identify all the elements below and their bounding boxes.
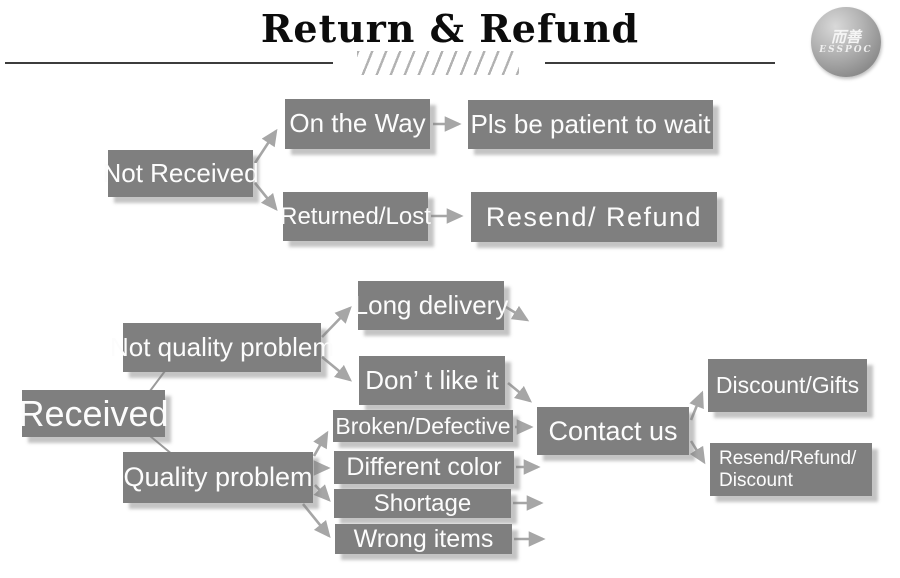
node-contact-us: Contact us: [537, 407, 689, 455]
node-returned-lost: Returned/Lost: [280, 192, 431, 241]
line-received-notquality: [149, 370, 166, 392]
node-wrong-items: Wrong items: [335, 524, 512, 554]
arrow-quality-broken: [312, 430, 329, 457]
logo-cjk-text: 而善: [830, 27, 861, 46]
logo-latin-text: ESSPOC: [819, 44, 873, 55]
arrow-quality-shortage: [313, 484, 331, 502]
node-discount-gifts: Discount/Gifts: [708, 359, 867, 412]
node-on-the-way: On the Way: [285, 99, 430, 149]
arrow-longdelivery-out: [505, 305, 530, 322]
arrow-contact-discountgifts: [689, 390, 704, 421]
node-shortage: Shortage: [334, 489, 511, 518]
separator-line-left: [5, 62, 333, 64]
node-not-received: Not Received: [102, 150, 259, 197]
node-resend-refund: Resend/ Refund: [471, 192, 717, 242]
node-long-delivery: Long delivery: [354, 281, 508, 330]
node-pls-be-patient: Pls be patient to wait: [468, 100, 713, 149]
node-resend-refund-discount-line1: Resend/Refund/: [719, 447, 857, 469]
node-resend-refund-discount-line2: Discount: [719, 469, 793, 491]
hatch-decoration: [357, 51, 519, 75]
node-not-quality-problem: Not quality problem: [110, 323, 334, 372]
separator-line-right: [545, 62, 775, 64]
esspoc-logo: 而善 ESSPOC: [811, 7, 881, 77]
arrow-quality-wrongitems: [301, 503, 331, 539]
node-resend-refund-discount: Resend/Refund/ Discount: [710, 443, 872, 496]
node-quality-problem: Quality problem: [123, 452, 313, 503]
node-different-color: Different color: [334, 451, 514, 484]
arrow-contact-resenddiscount: [689, 440, 706, 465]
page-title: Return & Refund: [260, 6, 640, 51]
node-received: Received: [18, 390, 169, 437]
node-broken-defective: Broken/Defective: [333, 410, 513, 442]
node-dont-like-it: Don’ t like it: [359, 356, 505, 405]
arrow-dontlike-contact: [507, 381, 533, 403]
